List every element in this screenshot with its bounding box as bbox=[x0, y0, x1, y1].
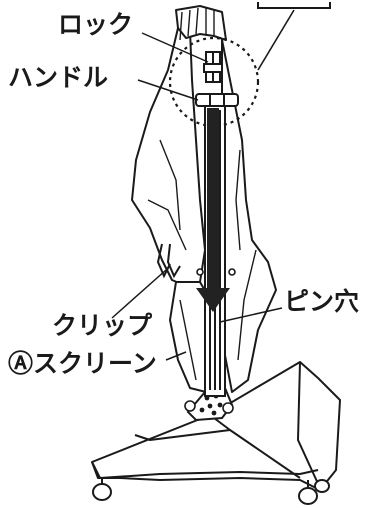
label-clip: クリップ bbox=[52, 311, 153, 340]
label-screen: Ⓐスクリーン bbox=[8, 349, 157, 378]
handle-bar bbox=[195, 93, 239, 107]
fabric-fold-lines bbox=[147, 7, 257, 381]
leader-lines bbox=[111, 32, 283, 361]
clip-hooks bbox=[156, 243, 181, 279]
base-stand bbox=[91, 361, 341, 491]
detail-callout-circle bbox=[168, 36, 260, 128]
pole-pins bbox=[196, 268, 236, 276]
caster-wheels bbox=[92, 478, 330, 505]
screen-fabric bbox=[131, 5, 277, 393]
lock-mechanism bbox=[203, 51, 223, 83]
direction-arrow bbox=[196, 108, 230, 312]
label-pin-hole: ピン穴 bbox=[284, 287, 359, 316]
label-lock: ロック bbox=[58, 10, 133, 39]
callout-leader-line bbox=[257, 9, 295, 71]
label-handle: ハンドル bbox=[8, 63, 108, 92]
callout-box-edge bbox=[257, 2, 331, 9]
